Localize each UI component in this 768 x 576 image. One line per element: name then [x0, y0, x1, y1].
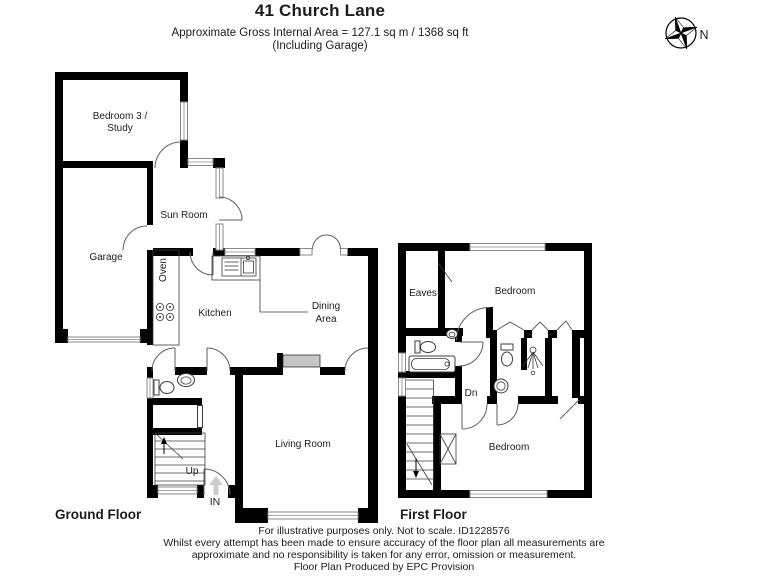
- room-label-dining-line2: Area: [315, 314, 337, 325]
- wc2-basin-icon: [493, 378, 509, 394]
- room-label-eaves: Eaves: [409, 288, 437, 299]
- footer-producer-line: Floor Plan Produced by EPC Provision: [293, 561, 475, 573]
- entry-arrow-icon: [209, 476, 223, 495]
- ground-floor-room-labels: Bedroom 3 / Study Sun Room Garage Oven K…: [89, 111, 340, 508]
- ground-floor-walls: [55, 72, 378, 523]
- room-label-bedroom3-line2: Study: [107, 123, 133, 134]
- ground-floor-windows: [67, 101, 359, 520]
- compass-north-label: N: [699, 28, 708, 42]
- wc-basin-icon: [177, 373, 195, 387]
- room-label-bedroom-bottom: Bedroom: [489, 442, 530, 453]
- wardrobe-icon: [439, 433, 457, 465]
- wc-toilet-icon: [153, 379, 175, 396]
- wc2-toilet-icon: [500, 343, 514, 367]
- kitchen-counter: [152, 249, 308, 346]
- first-floor-walls: [398, 243, 592, 498]
- first-floor-stairs: [406, 379, 434, 487]
- cupboard-door: [197, 405, 203, 428]
- hob-icon: [155, 302, 174, 321]
- page-title: 41 Church Lane: [254, 1, 386, 20]
- entrance-in-label: IN: [210, 496, 221, 508]
- landing-basin-icon: [446, 329, 458, 339]
- fireplace: [282, 354, 321, 368]
- footer-disclaimer-line1: For illustrative purposes only. Not to s…: [258, 525, 510, 537]
- room-label-living-room: Living Room: [275, 439, 331, 450]
- ground-floor-doors: [122, 141, 369, 496]
- room-label-bedroom-top: Bedroom: [495, 286, 536, 297]
- first-floor-label: First Floor: [400, 507, 467, 522]
- room-label-sun-room: Sun Room: [160, 210, 207, 221]
- ground-stairs: [154, 432, 206, 486]
- stairs-down-label: Dn: [465, 388, 478, 399]
- kitchen-sink-icon: [221, 255, 257, 277]
- room-label-kitchen: Kitchen: [198, 308, 231, 319]
- room-label-garage: Garage: [89, 252, 123, 263]
- subtitle-area: Approximate Gross Internal Area = 127.1 …: [171, 27, 469, 39]
- stairs-up-label: Up: [186, 466, 199, 477]
- shower-icon: [522, 346, 544, 376]
- first-floor-room-labels: Eaves Bedroom Dn Bedroom: [409, 286, 535, 453]
- subtitle-garage-note: (Including Garage): [272, 40, 368, 52]
- room-label-bedroom3-line1: Bedroom 3 /: [93, 111, 148, 122]
- bathroom-toilet-icon: [414, 340, 436, 354]
- bath-icon: [408, 355, 456, 373]
- footer-disclaimer-line3: approximate and no responsibility is tak…: [191, 549, 577, 561]
- ground-floor-label: Ground Floor: [55, 507, 142, 522]
- room-label-dining-line1: Dining: [312, 301, 340, 312]
- footer-disclaimer-line2: Whilst every attempt has been made to en…: [163, 537, 605, 549]
- compass-icon: N: [664, 16, 709, 50]
- oven-label: Oven: [158, 258, 169, 282]
- first-floor-windows: [398, 243, 548, 498]
